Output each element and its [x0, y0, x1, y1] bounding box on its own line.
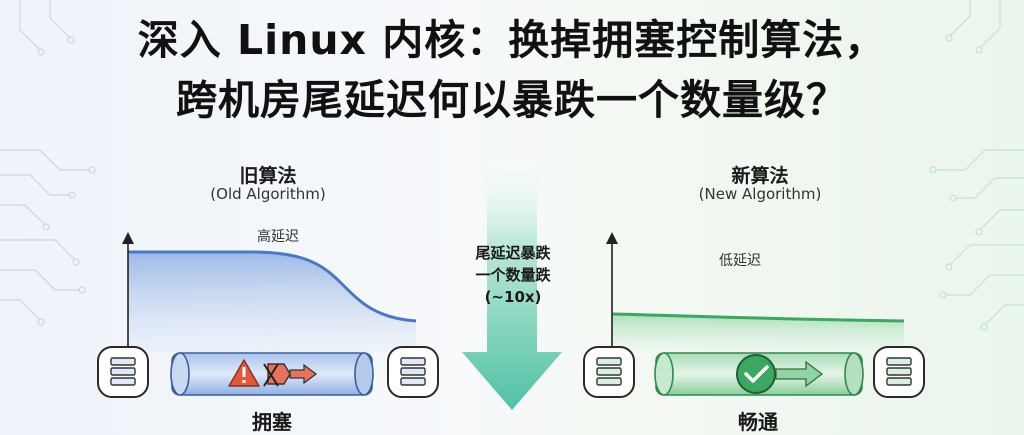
- warning-icon: [228, 359, 260, 387]
- clear-label: 畅通: [738, 410, 778, 434]
- title-line-2: 跨机房尾延迟何以暴跌一个数量级？: [176, 76, 848, 124]
- congested-label: 拥塞: [252, 410, 292, 434]
- title-line-1: 深入 Linux 内核：换掉拥塞控制算法，: [137, 16, 887, 64]
- server-icon: [387, 346, 439, 398]
- check-icon: [736, 354, 776, 394]
- server-icon: [97, 346, 149, 398]
- server-icon: [583, 346, 635, 398]
- old-latency-chart: [122, 232, 417, 352]
- server-icon: [873, 346, 925, 398]
- new-algorithm-heading: 新算法: [731, 165, 789, 187]
- low-latency-label: 低延迟: [719, 253, 761, 269]
- flow-arrow-icon: [775, 360, 824, 388]
- center-text-line-1: 尾延迟暴跌: [475, 244, 551, 262]
- center-text-line-2: 一个数量跌: [475, 266, 551, 284]
- old-algorithm-subheading: (Old Algorithm): [210, 185, 326, 203]
- blocked-arrow-icon: [263, 363, 318, 387]
- new-algorithm-subheading: (New Algorithm): [698, 185, 822, 203]
- down-arrow-icon: [462, 150, 562, 410]
- new-latency-chart: [606, 232, 905, 352]
- high-latency-label: 高延迟: [257, 229, 299, 245]
- old-algorithm-heading: 旧算法: [239, 165, 297, 187]
- center-text-line-3: (~10x): [484, 288, 542, 306]
